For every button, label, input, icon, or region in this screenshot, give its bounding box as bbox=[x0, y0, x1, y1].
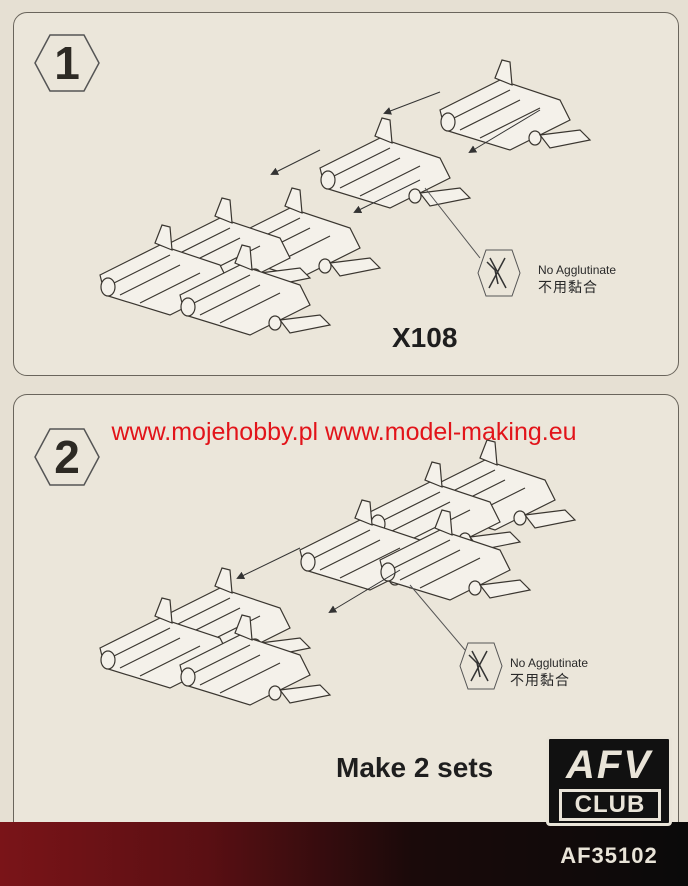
step-1-badge: 1 bbox=[34, 34, 100, 92]
note-chinese: 不用黏合 bbox=[510, 672, 570, 688]
hexagon-icon bbox=[34, 428, 100, 486]
note-chinese: 不用黏合 bbox=[538, 279, 598, 295]
step-2-badge: 2 bbox=[34, 428, 100, 486]
hexagon-icon bbox=[34, 34, 100, 92]
product-code: AF35102 bbox=[560, 843, 658, 868]
step-number: 1 bbox=[54, 37, 80, 89]
step-number: 2 bbox=[54, 431, 80, 483]
make-sets-instruction: Make 2 sets bbox=[336, 752, 494, 783]
watermark-text: www.mojehobby.pl www.model-making.eu bbox=[111, 418, 577, 446]
note-english: No Agglutinate bbox=[538, 263, 617, 277]
step-1-glue-note: No Agglutinate 不用黏合 bbox=[538, 262, 616, 296]
note-english: No Agglutinate bbox=[510, 656, 589, 670]
step-2-glue-note: No Agglutinate 不用黏合 bbox=[510, 655, 588, 689]
box-bottom-band bbox=[0, 822, 688, 886]
step-1-art bbox=[99, 59, 591, 336]
afv-club-logo: AFV CLUB bbox=[546, 736, 672, 826]
logo-club-text: CLUB bbox=[559, 789, 661, 821]
part-quantity-label: X108 bbox=[392, 322, 458, 353]
logo-afv-text: AFV bbox=[566, 743, 652, 787]
step-2-art bbox=[99, 439, 576, 706]
